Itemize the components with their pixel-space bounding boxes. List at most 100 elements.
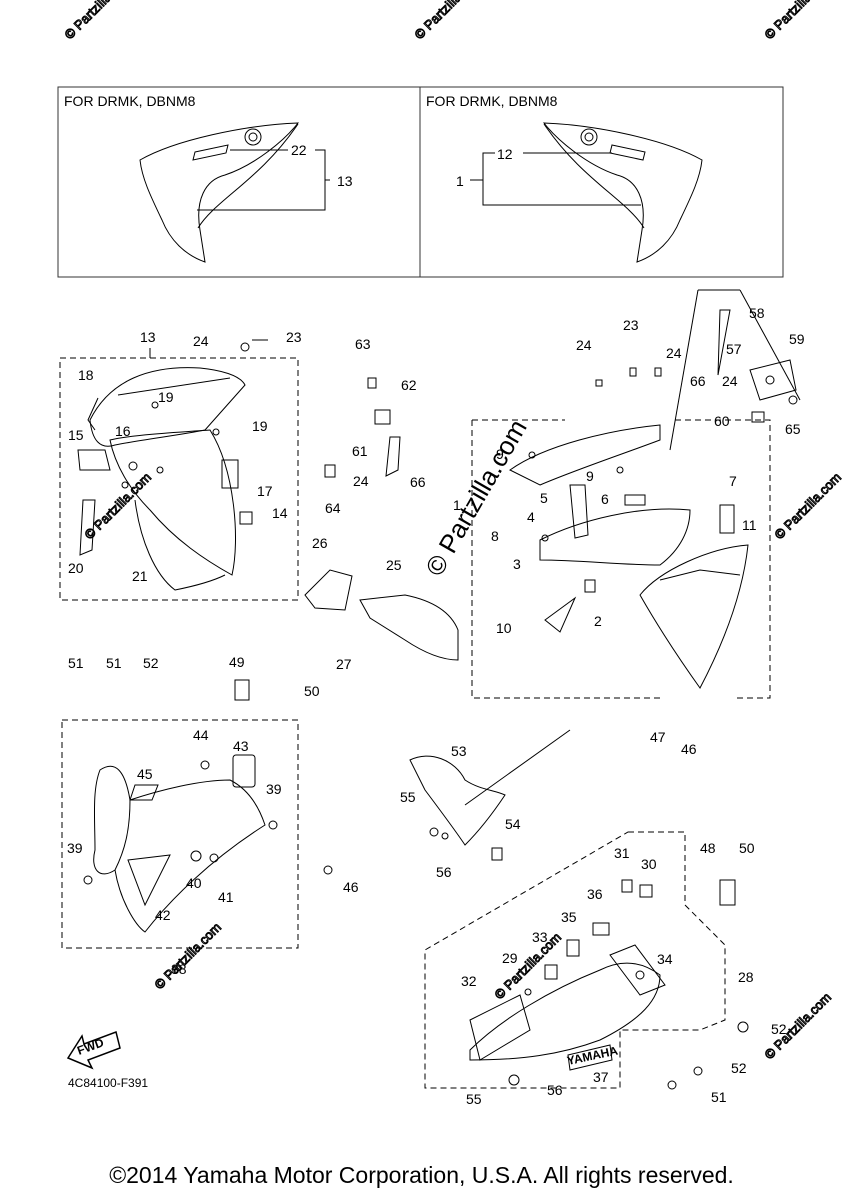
callout-52: 52 — [731, 1060, 747, 1076]
callout-13: 13 — [337, 173, 353, 189]
callout-41: 41 — [218, 889, 234, 905]
watermark-text: © Partzilla.com — [762, 0, 835, 42]
left-cowling-drawing — [77, 339, 268, 591]
inset-left-leader — [197, 149, 330, 211]
callout-56: 56 — [436, 864, 452, 880]
inset-right-cowling-drawing — [542, 122, 703, 263]
callout-39: 39 — [67, 840, 83, 856]
watermark-text: © Partzilla.com — [412, 0, 485, 42]
callout-52: 52 — [143, 655, 159, 671]
callout-12: 12 — [497, 146, 513, 162]
callout-13: 13 — [140, 329, 156, 345]
callout-40: 40 — [186, 875, 202, 891]
callout-11: 11 — [742, 517, 757, 533]
callout-19: 19 — [158, 389, 174, 405]
callout-18: 18 — [78, 367, 94, 383]
callout-24: 24 — [353, 473, 369, 489]
watermark-text: © Partzilla.com — [772, 470, 843, 543]
callout-24: 24 — [666, 345, 682, 361]
callout-66: 66 — [690, 373, 706, 389]
callout-35: 35 — [561, 909, 577, 925]
inset-right-label: FOR DRMK, DBNM8 — [426, 93, 558, 109]
callout-30: 30 — [641, 856, 657, 872]
callout-43: 43 — [233, 738, 249, 754]
under-cowling-left-drawing — [83, 679, 333, 933]
diagram-code: 4C84100-F391 — [68, 1076, 148, 1090]
callout-56: 56 — [547, 1082, 563, 1098]
watermark-text: © Partzilla.com — [82, 470, 155, 543]
callout-29: 29 — [502, 950, 518, 966]
callout-55: 55 — [466, 1091, 482, 1107]
callout-48: 48 — [700, 840, 716, 856]
callout-57: 57 — [726, 341, 742, 357]
callout-6: 6 — [601, 491, 609, 507]
callout-53: 53 — [451, 743, 467, 759]
right-cowling-assembly-box — [471, 289, 801, 699]
callout-1: 1 — [456, 173, 464, 189]
callout-31: 31 — [614, 845, 630, 861]
left-cowling-assembly-box — [59, 348, 299, 601]
callout-8: 8 — [491, 528, 499, 544]
fwd-arrow-icon — [66, 1031, 121, 1070]
callout-34: 34 — [657, 951, 673, 967]
callout-24: 24 — [722, 373, 738, 389]
callout-24: 24 — [576, 337, 592, 353]
under-cowling-right-box — [424, 831, 726, 1089]
center-lower-cowling-drawing — [409, 729, 571, 861]
callout-20: 20 — [68, 560, 84, 576]
callout-16: 16 — [115, 423, 131, 439]
callout-3: 3 — [513, 556, 521, 572]
callout-2: 2 — [594, 613, 602, 629]
center-bracket-drawing — [304, 377, 459, 661]
callout-44: 44 — [193, 727, 209, 743]
callout-14: 14 — [272, 505, 288, 521]
callout-27: 27 — [336, 656, 352, 672]
callout-19: 19 — [252, 418, 268, 434]
inset-right-leader — [470, 152, 641, 206]
callout-61: 61 — [352, 443, 368, 459]
watermark-text: © Partzilla.com — [152, 920, 225, 993]
callout-38: 38 — [171, 961, 187, 977]
callout-4: 4 — [527, 509, 535, 525]
callout-9: 9 — [496, 446, 504, 462]
callout-21: 21 — [132, 568, 148, 584]
callout-36: 36 — [587, 886, 603, 902]
callout-32: 32 — [461, 973, 477, 989]
callout-23: 23 — [286, 329, 302, 345]
callout-54: 54 — [505, 816, 521, 832]
inset-left-label: FOR DRMK, DBNM8 — [64, 93, 196, 109]
callout-1: 1 — [453, 497, 461, 513]
callout-9: 9 — [586, 468, 594, 484]
callout-51: 51 — [106, 655, 122, 671]
callout-17: 17 — [257, 483, 273, 499]
callout-28: 28 — [738, 969, 754, 985]
callout-42: 42 — [155, 907, 171, 923]
callout-66: 66 — [410, 474, 426, 490]
callout-23: 23 — [623, 317, 639, 333]
inset-left-cowling-drawing — [139, 122, 300, 263]
callout-50: 50 — [304, 683, 320, 699]
right-cowling-drawing — [509, 309, 798, 689]
callout-33: 33 — [532, 929, 548, 945]
callout-59: 59 — [789, 331, 805, 347]
watermark-text: © Partzilla.com — [62, 0, 135, 42]
callout-60: 60 — [714, 413, 730, 429]
callout-7: 7 — [729, 473, 737, 489]
callout-15: 15 — [68, 427, 84, 443]
callout-labels: 22 13 12 1 13 24 23 18 19 19 15 16 17 14… — [67, 142, 805, 1107]
callout-26: 26 — [312, 535, 328, 551]
callout-39: 39 — [266, 781, 282, 797]
callout-45: 45 — [137, 766, 153, 782]
callout-10: 10 — [496, 620, 512, 636]
callout-46: 46 — [681, 741, 697, 757]
variant-inset-box — [57, 86, 784, 278]
callout-50: 50 — [739, 840, 755, 856]
callout-58: 58 — [749, 305, 765, 321]
callout-5: 5 — [540, 490, 548, 506]
under-cowling-left-box — [61, 719, 299, 949]
copyright-notice: ©2014 Yamaha Motor Corporation, U.S.A. A… — [109, 1162, 734, 1188]
parts-diagram: © Partzilla.com © Partzilla.com © Partzi… — [57, 0, 843, 1107]
callout-25: 25 — [386, 557, 402, 573]
callout-24: 24 — [193, 333, 209, 349]
callout-64: 64 — [325, 500, 341, 516]
